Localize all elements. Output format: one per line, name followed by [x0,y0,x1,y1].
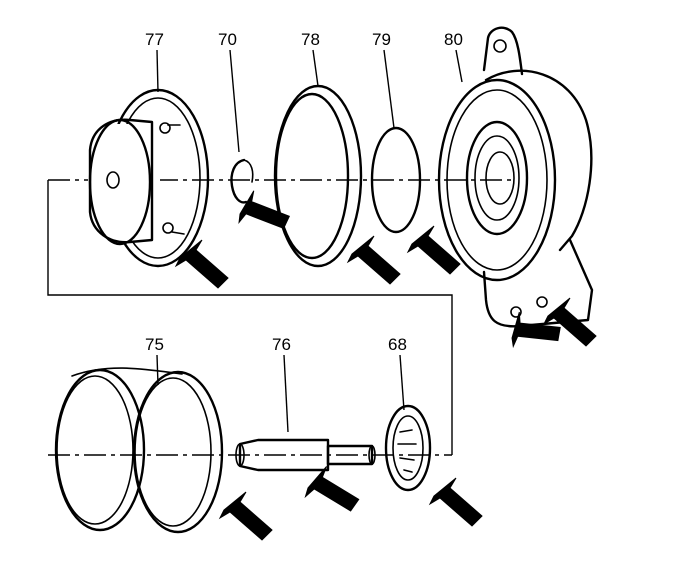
arrow-icon [407,225,461,275]
pointer-arrows [175,181,597,541]
part-79-gasket [370,126,422,234]
part-80-housing [437,26,594,328]
callout-68: 68 [388,335,407,354]
part-68-impeller [384,404,432,492]
part-75-seal-rings [54,367,224,534]
callout-77: 77 [145,30,164,49]
arrow-icon [429,477,483,527]
callout-79: 79 [372,30,391,49]
arrow-icon [347,235,401,285]
callout-80: 80 [444,30,463,49]
part-76-shaft [235,438,376,472]
callout-76: 76 [272,335,291,354]
part-77-cover [88,88,210,268]
arrow-icon [175,239,229,289]
arrow-icon [498,297,567,365]
callout-78: 78 [301,30,320,49]
callout-75: 75 [145,335,164,354]
arrow-icon [219,491,273,541]
part-78-seal-ring [273,84,363,268]
leader-lines [156,49,463,433]
part-70-snap-ring [230,158,254,204]
callout-70: 70 [218,30,237,49]
arrow-icon [230,181,294,243]
